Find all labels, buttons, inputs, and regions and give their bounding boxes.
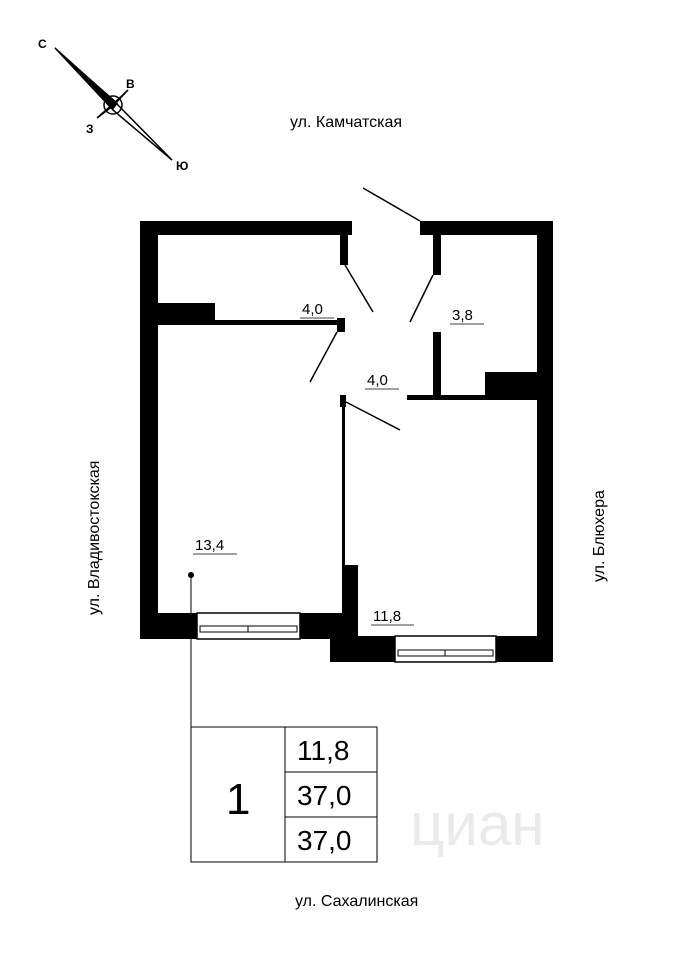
street-north: ул. Камчатская [290,114,402,131]
area-corridor: 4,0 [367,372,388,389]
room-labels: 4,0 3,8 4,0 13,4 11,8 [193,301,484,626]
compass-east: В [126,77,135,91]
living-door [309,331,338,383]
compass-needle-ns-fill [55,48,118,110]
street-east: ул. Блюхера [591,490,608,582]
area-kitchen: 11,8 [373,608,401,625]
total-area-value-2: 37,0 [297,825,352,856]
total-area-value: 37,0 [297,780,352,811]
doors [309,187,434,431]
area-living: 13,4 [195,537,224,554]
window-kitchen [394,635,497,663]
hall-door [344,264,374,313]
compass-south: Ю [176,159,188,173]
area-bath: 3,8 [452,307,473,324]
compass-rose: С В З Ю [38,37,188,173]
rooms-count: 1 [226,775,250,824]
area-hall: 4,0 [302,301,323,318]
walls [140,221,553,662]
compass-center [103,95,123,115]
window-living [196,612,301,640]
summary-table [190,726,378,863]
compass-needle-ew [96,89,129,119]
bath-door [409,274,434,323]
living-area-value: 11,8 [297,735,349,766]
watermark-text: циан [410,791,544,858]
kitchen-door [345,401,401,431]
entrance-door [362,187,421,222]
compass-west: З [86,122,94,136]
street-south: ул. Сахалинская [295,893,418,910]
street-west: ул. Владивостокская [86,461,103,615]
cian-watermark: циан [410,791,544,858]
compass-north: С [38,37,47,51]
